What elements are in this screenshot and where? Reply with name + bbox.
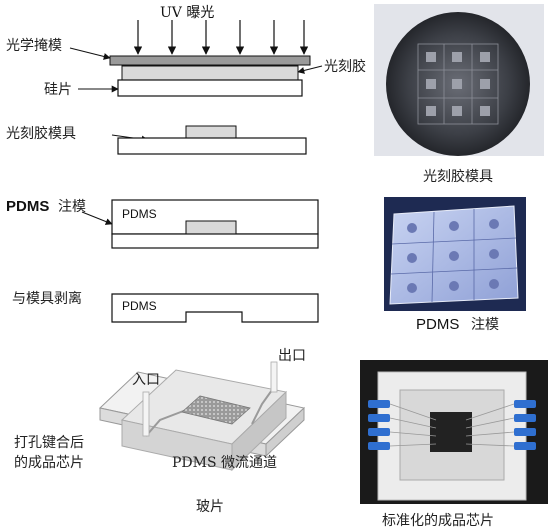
pdms-cast-pointer [81,211,113,225]
inlet-label: 入口 [132,372,160,388]
photo-wafer-mold: 光刻胶模具 [374,4,544,185]
photoresist-layer [121,65,299,81]
glass-slide-side [265,406,305,458]
photo-pdms-cast: PDMS 注模 [384,197,526,333]
pdms-die-grid [390,209,518,303]
channel-in [145,409,187,437]
step-bonded-chip: 入口 出口 打孔键合后 的成品芯片 PDMS 微流通道 玻片 [14,348,306,515]
resist-feature [185,125,237,139]
step-demold: 与模具剥离 PDMS [12,290,319,323]
pdms-die-patterns [407,219,499,293]
bonded-chip-label-2: 的成品芯片 [14,455,84,471]
wafer-die-grid [417,43,499,125]
photo-finished-chip: 标准化的成品芯片 [360,360,548,529]
uv-arrows [133,20,309,55]
chip-photo-caption: 标准化的成品芯片 [382,513,494,529]
inlet-tube [142,391,150,437]
chip-connectors [368,400,536,450]
pdms-photo-caption-latin: PDMS [416,316,459,333]
glass-slide-label: 玻片 [196,499,224,515]
pdms-block-label: PDMS [122,207,157,221]
channel-label: PDMS 微流通道 [172,455,277,471]
resist-mold-label: 光刻胶模具 [6,125,76,142]
cast-wafer [111,233,319,249]
step-pdms-cast: PDMS 注模 PDMS [6,198,319,249]
peeled-pdms [111,293,319,323]
wafer-photo-caption: 光刻胶模具 [423,168,493,185]
photoresist-pointer [297,65,323,74]
wafer-layer [117,79,303,97]
pdms-cast-suffix: 注模 [58,199,86,215]
step-resist-mold: 光刻胶模具 [6,125,307,155]
wafer-die-patterns [426,52,490,116]
bonded-chip-label-1: 打孔键合后 [14,434,84,451]
photomask [109,55,311,66]
wafer-label: 硅片 [44,82,72,98]
pdms-cast-label: PDMS [6,198,49,215]
demold-label: 与模具剥离 [12,290,82,307]
step-uv-exposure: UV 曝光 光学掩模 光刻胶 硅片 [6,5,366,98]
pdms-chip-side [231,390,287,472]
pdms-photo-caption-cjk: 注模 [471,317,499,333]
uv-exposure-label: UV 曝光 [160,5,214,21]
outlet-tube [270,361,278,393]
photomask-label: 光学掩模 [6,38,62,54]
resist-feature-cast [185,220,237,235]
photomask-pointer [69,47,111,60]
channel-array [181,395,251,425]
mold-wafer [117,137,307,155]
outlet-label: 出口 [278,348,306,364]
chip-wires [389,403,515,447]
chip-center [430,412,472,452]
photoresist-label: 光刻胶 [324,58,366,75]
peeled-pdms-label: PDMS [122,299,157,313]
channel-out [251,389,273,425]
